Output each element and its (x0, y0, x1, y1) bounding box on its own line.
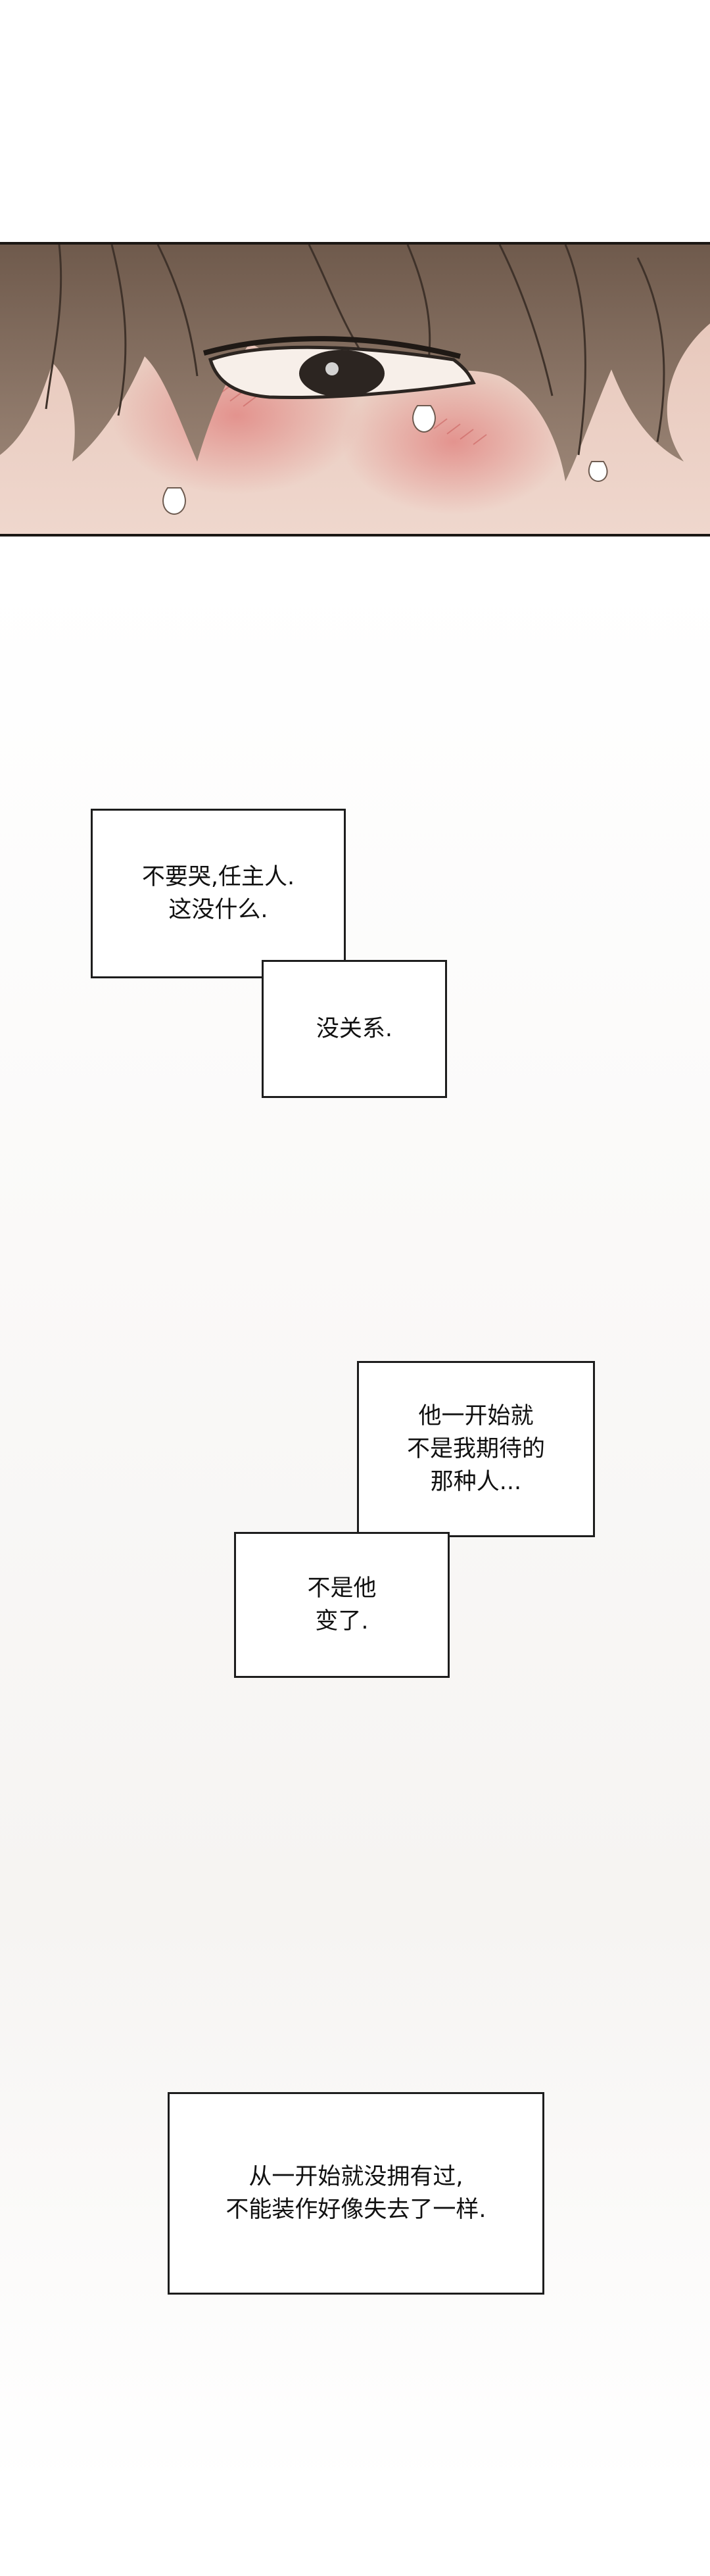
speech-box-2-line-1: 没关系. (316, 1016, 393, 1042)
speech-box-1-line-2: 这没什么. (168, 897, 268, 923)
iris (299, 350, 385, 397)
speech-box-5-line-2: 不能装作好像失去了一样. (225, 2197, 486, 2223)
eye-highlight (325, 362, 339, 375)
speech-box-3-line-1: 他一开始就 (418, 1403, 534, 1429)
speech-box-3-line-2: 不是我期待的 (406, 1436, 545, 1462)
speech-box-3: 他一开始就 不是我期待的 那种人... (357, 1361, 595, 1537)
speech-box-1: 不要哭,任主人. 这没什么. (91, 809, 346, 978)
eyelid-line (202, 336, 461, 359)
tear-drop-icon (412, 405, 436, 433)
hair-strands (45, 245, 665, 456)
sweat-drop-icon (162, 487, 186, 515)
small-sweat-drop-icon (588, 461, 608, 483)
speech-box-5: 从一开始就没拥有过, 不能装作好像失去了一样. (168, 2092, 544, 2295)
speech-box-2: 没关系. (262, 960, 447, 1098)
right-blush (342, 370, 565, 514)
speech-box-4: 不是他 变了. (234, 1532, 450, 1678)
speech-box-4-line-1: 不是他 (307, 1575, 377, 1602)
speech-box-1-line-1: 不要哭,任主人. (141, 864, 295, 890)
speech-box-3-line-3: 那种人... (430, 1469, 522, 1495)
comic-panel-eye-closeup (0, 242, 710, 537)
closeup-illustration (0, 245, 710, 534)
speech-box-4-line-2: 变了. (315, 1608, 369, 1634)
speech-box-5-line-1: 从一开始就没拥有过, (248, 2164, 463, 2190)
